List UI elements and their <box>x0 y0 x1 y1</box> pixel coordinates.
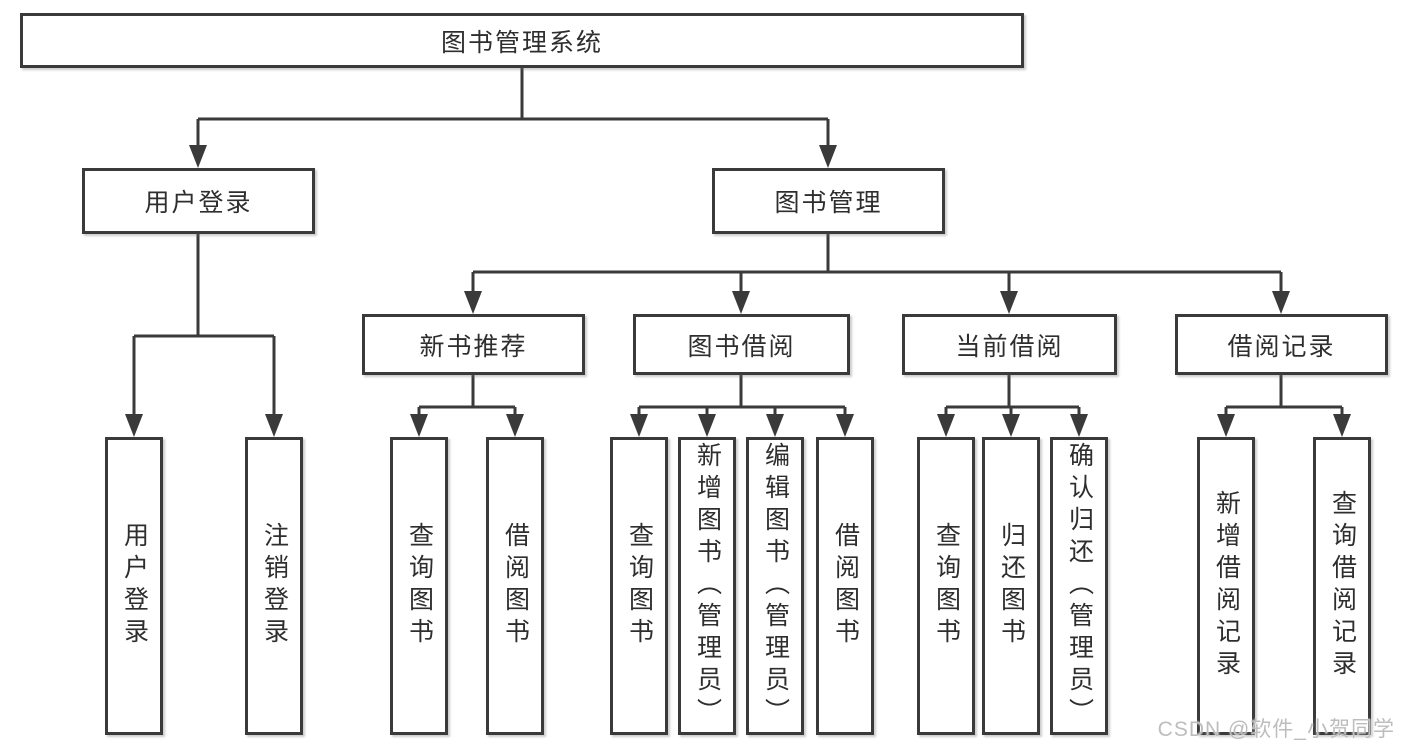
csdn-watermark: CSDN @软件_小贺同学 <box>1157 718 1395 741</box>
connector-user-login-group <box>125 234 283 437</box>
leaf-confirm-return-admin: 确认归还（管理员） <box>1050 437 1108 735</box>
node-current-borrow: 当前借阅 <box>902 314 1117 375</box>
leaf-query-books-recommend: 查询图书 <box>390 437 448 735</box>
connector-book-borrow-group <box>630 375 854 437</box>
connector-root-to-level2 <box>189 68 837 168</box>
leaf-add-books-admin: 新增图书（管理员） <box>678 437 736 735</box>
leaf-return-books: 归还图书 <box>982 437 1040 735</box>
node-root-system: 图书管理系统 <box>20 13 1024 68</box>
leaf-borrow-books: 借阅图书 <box>816 437 874 735</box>
node-user-login: 用户登录 <box>82 168 315 234</box>
leaf-user-login: 用户登录 <box>105 437 163 735</box>
node-borrow-record: 借阅记录 <box>1175 314 1388 375</box>
leaf-query-books-borrow: 查询图书 <box>610 437 668 735</box>
connector-new-book-group <box>410 375 524 437</box>
leaf-borrow-books-recommend: 借阅图书 <box>486 437 544 735</box>
leaf-add-borrow-record: 新增借阅记录 <box>1197 437 1255 735</box>
node-new-book-recommend: 新书推荐 <box>362 314 585 375</box>
leaf-edit-books-admin: 编辑图书（管理员） <box>746 437 804 735</box>
node-book-borrow: 图书借阅 <box>633 314 850 375</box>
leaf-query-borrow-record: 查询借阅记录 <box>1313 437 1371 735</box>
connector-current-borrow-group <box>937 375 1088 437</box>
connector-book-management-to-level3 <box>464 234 1290 314</box>
connector-borrow-record-group <box>1217 375 1351 437</box>
leaf-query-books-current: 查询图书 <box>917 437 975 735</box>
leaf-logout: 注销登录 <box>245 437 303 735</box>
node-book-management: 图书管理 <box>712 168 945 234</box>
